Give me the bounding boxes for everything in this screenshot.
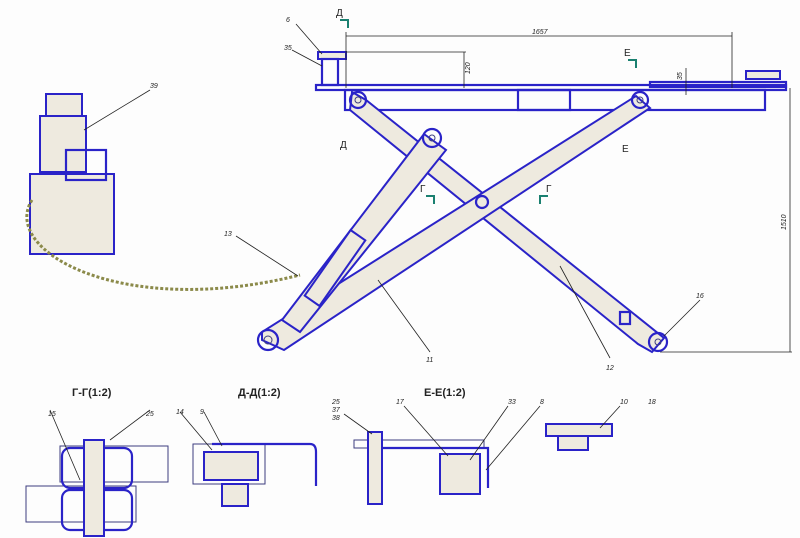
callout-39: 39	[150, 83, 158, 90]
section-title-d: Д-Д(1:2)	[238, 387, 281, 399]
callout-11: 11	[426, 357, 433, 364]
mark-g-left: Г	[420, 184, 426, 195]
dim-length: 1657	[532, 29, 549, 36]
dim-platform-height: 120	[465, 62, 472, 74]
mark-d-bottom: Д	[340, 140, 347, 151]
callout-dd-14: 14	[176, 409, 184, 416]
section-g-view: 15 25	[25, 409, 169, 537]
callout-gg-15: 15	[48, 411, 56, 418]
callout-gg-25: 25	[145, 411, 154, 418]
scissor-arms	[256, 90, 669, 354]
mark-e-bottom: Е	[622, 144, 629, 155]
section-title-g: Г-Г(1:2)	[72, 387, 112, 399]
section-title-e: Е-Е(1:2)	[424, 387, 466, 399]
callout-ee-17: 17	[396, 399, 405, 406]
section-d-view: 14 9	[176, 409, 318, 507]
callout-ee-18: 18	[648, 399, 656, 406]
section-e-view: 25 37 38 17 33 8 10 18	[331, 399, 656, 505]
callout-ee-8: 8	[540, 399, 544, 406]
callout-6: 6	[286, 17, 290, 24]
hydraulic-pump	[25, 93, 301, 291]
dim-lift-height: 1510	[781, 214, 788, 230]
mark-d-top: Д	[336, 8, 343, 19]
callout-ee-25: 25	[331, 399, 340, 406]
dimension-lines: 1657 120 35 1510	[345, 29, 792, 353]
callout-13: 13	[224, 231, 232, 238]
mark-g-right: Г	[546, 184, 552, 195]
callout-12: 12	[606, 365, 614, 372]
callout-16: 16	[696, 293, 704, 300]
callout-ee-33: 33	[508, 399, 516, 406]
callout-ee-37: 37	[332, 407, 341, 414]
callouts: 6 35 39 13 11 12 16	[83, 17, 704, 372]
dim-plate-thickness: 35	[677, 72, 684, 80]
callout-ee-10: 10	[620, 399, 628, 406]
callout-dd-9: 9	[200, 409, 204, 416]
callout-35: 35	[284, 45, 292, 52]
section-marks: Д Д Е Е Г Г	[336, 8, 637, 204]
mark-e-top: Е	[624, 48, 631, 59]
platform	[314, 51, 788, 112]
callout-ee-38: 38	[332, 415, 340, 422]
